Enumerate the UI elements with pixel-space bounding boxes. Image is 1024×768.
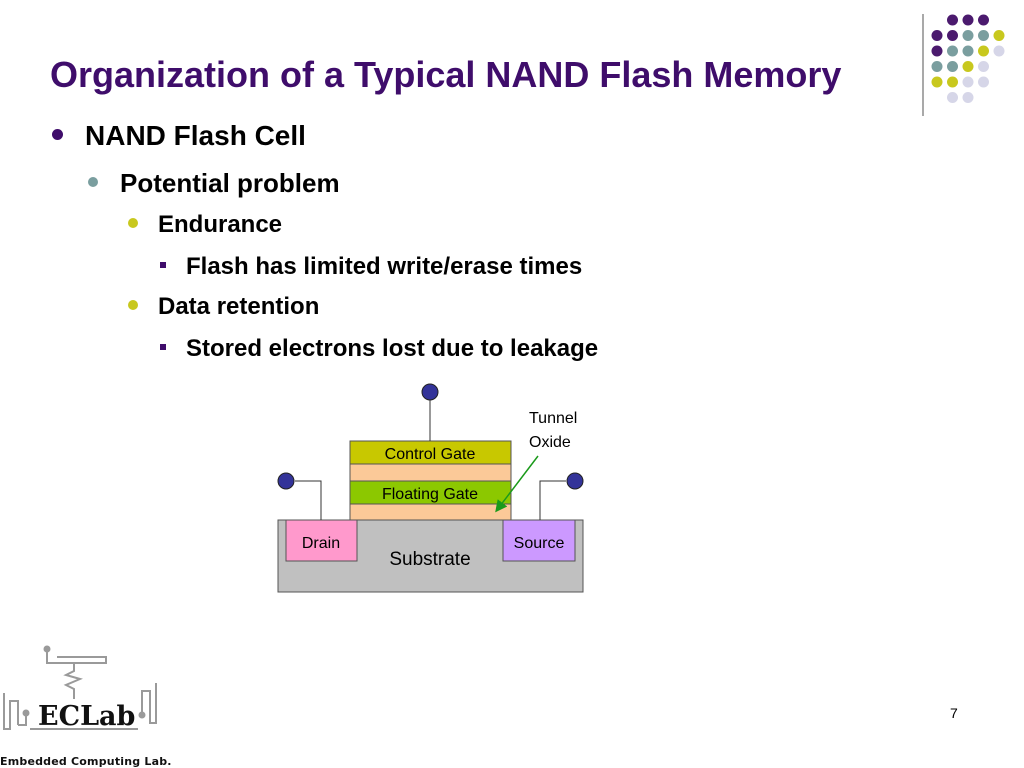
decorative-dot [931, 30, 943, 41]
source-terminal-icon [566, 472, 584, 490]
drain-label: Drain [302, 535, 340, 552]
eclab-logo: ECLab [3, 645, 157, 732]
control-gate-label: Control Gate [385, 446, 476, 463]
gate-terminal-icon [421, 383, 439, 401]
bullet-text: NAND Flash Cell [85, 120, 306, 151]
slide-title: Organization of a Typical NAND Flash Mem… [50, 54, 842, 95]
bullet-dot-icon [128, 299, 138, 310]
decorative-dot [962, 30, 974, 41]
bullet-level4-electron-leakage: Stored electrons lost due to leakage [160, 335, 598, 363]
decorative-dot [962, 14, 974, 26]
bullet-dot-icon [88, 177, 98, 188]
source-label: Source [514, 535, 565, 552]
circuit-trace-icon [3, 645, 157, 730]
logo-subtitle: Embedded Computing Lab. [0, 755, 172, 768]
tunnel-oxide-layer [349, 503, 512, 521]
drain-lead [295, 480, 322, 520]
drain-region [285, 519, 358, 562]
decorative-dot [993, 30, 1005, 41]
bullet-text: Stored electrons lost due to leakage [186, 335, 599, 362]
bullet-square-icon [160, 261, 166, 268]
decorative-dot [962, 76, 974, 88]
decorative-dot [931, 45, 943, 57]
decorative-dot [962, 92, 974, 103]
drain-terminal-icon [277, 472, 295, 490]
substrate-label: Substrate [389, 549, 470, 570]
bullet-text: Endurance [158, 211, 283, 238]
decorative-dot [978, 76, 989, 88]
decorative-dot [947, 30, 958, 41]
bullet-level2-potential-problem: Potential problem [88, 168, 340, 199]
interpoly-oxide-layer [349, 463, 512, 482]
bullet-text: Potential problem [120, 168, 340, 198]
bullet-dot-icon [128, 217, 138, 228]
decorative-dot [947, 14, 958, 26]
oxide-label: Oxide [529, 434, 571, 451]
bullet-dot-icon [52, 129, 63, 141]
decorative-dot [947, 92, 958, 103]
bullet-level3-endurance: Endurance [128, 211, 282, 239]
bullet-text: Flash has limited write/erase times [186, 253, 583, 280]
logo-text: ECLab [38, 701, 135, 732]
page-number: 7 [950, 705, 958, 721]
decorative-dot [931, 61, 943, 72]
decorative-dot [947, 61, 958, 72]
decorative-dot [962, 61, 974, 72]
decorative-dot [947, 76, 958, 88]
bullet-square-icon [160, 343, 166, 350]
decorative-dot [978, 30, 989, 41]
decorative-dot [993, 45, 1005, 57]
tunnel-label: Tunnel [529, 410, 577, 427]
bullet-level3-data-retention: Data retention [128, 293, 319, 321]
source-region [502, 519, 576, 562]
decorative-dot [978, 61, 989, 72]
floating-gate-label: Floating Gate [382, 486, 478, 503]
bullet-level1-nand-flash-cell: NAND Flash Cell [52, 120, 306, 152]
source-lead [539, 480, 566, 520]
decorative-dot [962, 45, 974, 57]
bullet-text: Data retention [158, 293, 320, 320]
bullet-level4-limited-write-erase: Flash has limited write/erase times [160, 253, 582, 281]
tunnel-oxide-arrow [495, 455, 539, 513]
header-divider [922, 14, 924, 116]
decorative-dot [978, 14, 989, 26]
decorative-dot [931, 76, 943, 88]
decorative-dot [978, 45, 989, 57]
decorative-dot-grid [931, 14, 1005, 103]
nand-flash-cell-diagram: Control Gate Floating Gate Drain Source … [277, 383, 584, 593]
decorative-dot [947, 45, 958, 57]
